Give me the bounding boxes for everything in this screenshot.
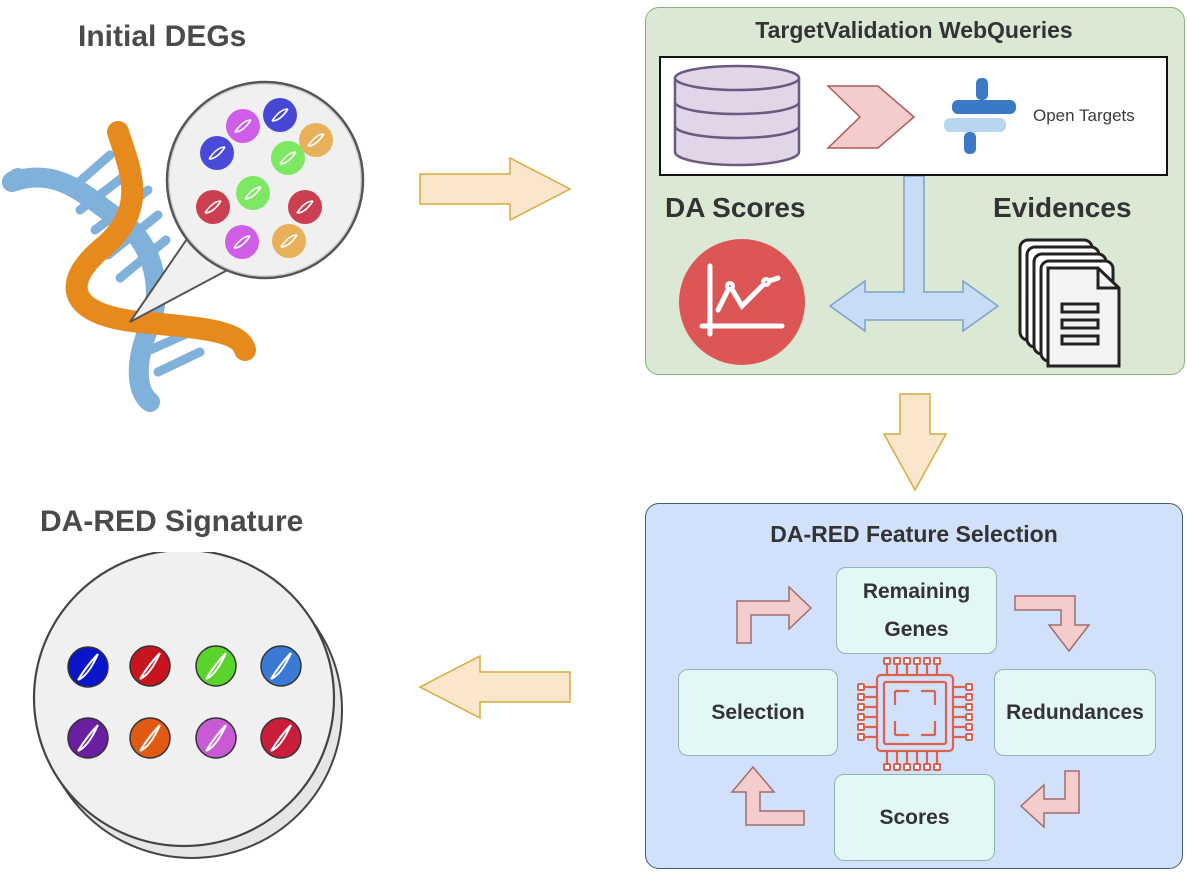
remaining-genes-box: Remaining Genes <box>836 567 997 654</box>
da-scores-label: DA Scores <box>665 192 806 223</box>
loop-arrow-bottom-right <box>1019 770 1080 829</box>
loop-arrow-top-left <box>736 585 813 644</box>
selection-box: Selection <box>678 669 838 756</box>
chevron-right-icon <box>826 85 916 149</box>
open-targets-logo <box>944 78 1016 154</box>
flow-arrow-right <box>419 156 572 222</box>
remaining-genes-line2: Genes <box>884 617 949 641</box>
gene-dots-initial <box>196 98 333 259</box>
redundances-box: Redundances <box>994 669 1156 756</box>
scores-box: Scores <box>834 774 995 861</box>
document-stack-icon <box>1018 238 1121 368</box>
feature-selection-title: DA-RED Feature Selection <box>770 521 1058 547</box>
evidences-label: Evidences <box>993 192 1132 223</box>
loop-arrow-top-right <box>1014 595 1091 653</box>
flow-arrow-left <box>418 654 571 720</box>
dna-helix-illustration <box>2 80 365 412</box>
open-targets-logo-text: Open Targets <box>1033 106 1135 125</box>
remaining-genes-line1: Remaining <box>862 579 971 603</box>
signature-title: DA-RED Signature <box>40 505 304 538</box>
database-icon <box>673 64 801 167</box>
line-chart-icon <box>679 239 805 365</box>
split-arrow <box>828 176 1000 333</box>
chip-icon <box>857 657 973 771</box>
target-validation-title: TargetValidation WebQueries <box>755 17 1073 43</box>
flow-arrow-down <box>882 393 948 492</box>
loop-arrow-bottom-left <box>730 765 805 826</box>
signature-gene-set <box>32 552 343 859</box>
initial-degs-title: Initial DEGs <box>78 20 247 53</box>
